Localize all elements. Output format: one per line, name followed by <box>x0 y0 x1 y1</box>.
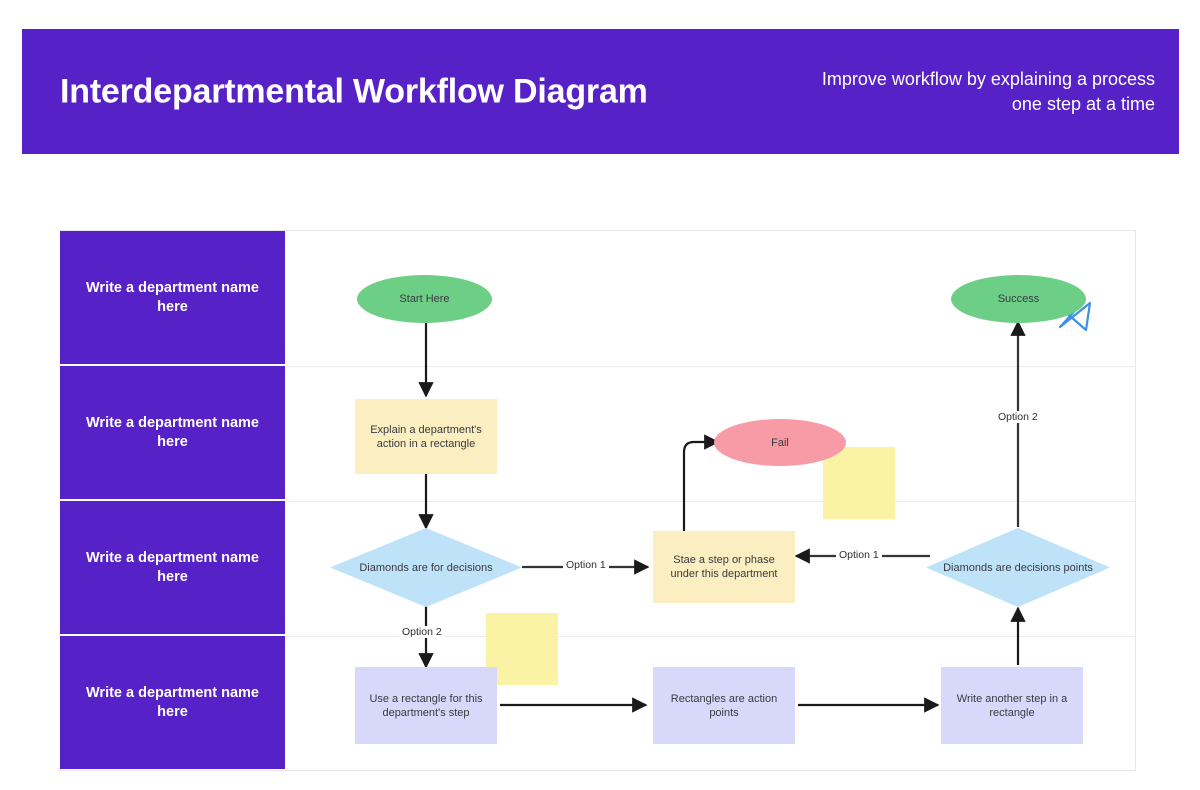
node-label: Fail <box>771 436 789 449</box>
swimlane-label-text: Write a department name here <box>86 549 259 585</box>
node-label: Write another step in a rectangle <box>956 692 1068 719</box>
swimlane-label-3[interactable]: Write a department name here <box>60 501 285 634</box>
swimlane-label-1[interactable]: Write a department name here <box>60 231 285 364</box>
node-stage-step[interactable]: Stae a step or phase under this departme… <box>653 531 795 603</box>
edge-label-right-option2: Option 2 <box>995 411 1041 423</box>
node-another-step[interactable]: Write another step in a rectangle <box>941 667 1083 744</box>
node-action-points[interactable]: Rectangles are action points <box>653 667 795 744</box>
node-label: Rectangles are action points <box>670 692 778 719</box>
node-explain-action[interactable]: Explain a department's action in a recta… <box>355 399 497 474</box>
swimlane-label-text: Write a department name here <box>86 414 259 450</box>
swimlane-label-text: Write a department name here <box>86 279 259 315</box>
lane-divider <box>61 501 1135 502</box>
swimlane-label-4[interactable]: Write a department name here <box>60 636 285 769</box>
lane-divider <box>61 636 1135 637</box>
node-label: Diamonds are for decisions <box>359 561 493 574</box>
node-start-here[interactable]: Start Here <box>357 275 492 323</box>
page-subtitle: Improve workflow by explaining a process… <box>821 68 1155 114</box>
edge-label-left-option1: Option 1 <box>563 559 609 571</box>
page-title: Interdepartmental Workflow Diagram <box>60 72 648 110</box>
sticky-note[interactable] <box>823 447 895 519</box>
node-success[interactable]: Success <box>951 275 1086 323</box>
header-banner: Interdepartmental Workflow Diagram Impro… <box>22 29 1179 154</box>
node-label: Stae a step or phase under this departme… <box>670 554 778 580</box>
sticky-note[interactable] <box>486 613 558 685</box>
node-label: Start Here <box>399 293 450 305</box>
edge-label-left-option2: Option 2 <box>399 626 445 638</box>
swimlane-label-text: Write a department name here <box>86 684 259 720</box>
edge-label-right-option1: Option 1 <box>836 549 882 561</box>
node-label: Diamonds are decisions points <box>943 561 1093 574</box>
node-use-rectangle[interactable]: Use a rectangle for this department's st… <box>355 667 497 744</box>
node-label: Success <box>997 293 1040 305</box>
node-label: Use a rectangle for this department's st… <box>369 692 483 719</box>
node-label: Explain a department's action in a recta… <box>370 423 482 450</box>
swimlane-label-2[interactable]: Write a department name here <box>60 366 285 499</box>
node-diamond-decisions-right[interactable]: Diamonds are decisions points <box>926 528 1110 607</box>
lane-divider <box>61 366 1135 367</box>
node-fail[interactable]: Fail <box>714 419 846 466</box>
node-diamond-decisions-left[interactable]: Diamonds are for decisions <box>330 528 522 607</box>
